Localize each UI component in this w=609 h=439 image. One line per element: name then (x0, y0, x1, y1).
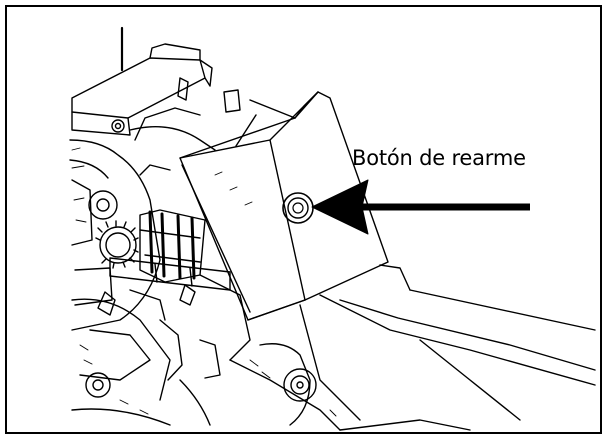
reset-box (179, 91, 389, 321)
arrow-left-icon (311, 179, 530, 235)
top-bracket (71, 43, 241, 136)
gear-wheel (95, 220, 139, 269)
lower-left-parts (71, 284, 221, 426)
mechanism-housing (69, 107, 216, 331)
cam-switch-block (139, 209, 206, 283)
hatching (71, 147, 337, 417)
reset-button-label: Botón de rearme (352, 146, 526, 170)
lower-frame (199, 264, 596, 431)
reset-button-icon (282, 192, 314, 224)
drive-shaft (109, 257, 231, 291)
